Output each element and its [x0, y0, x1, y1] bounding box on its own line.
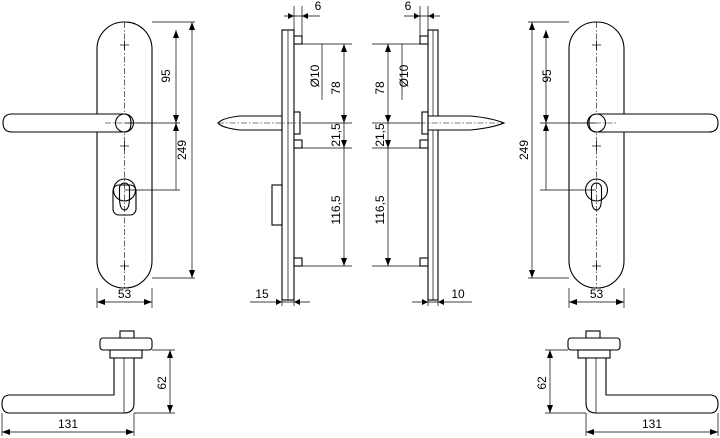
dim-21-5-right: 21,5	[373, 123, 387, 147]
dim-62-right: 62	[535, 376, 549, 390]
lever-top-view-right: 62 131	[535, 330, 719, 436]
dim-131-left: 131	[58, 417, 78, 431]
lever-body-left	[1, 357, 135, 414]
dim-249-right: 249	[517, 140, 531, 160]
front-view-right: 249 95 53	[517, 21, 719, 308]
lever-top-view-left: 62 131	[1, 330, 175, 436]
screw-mark-top-right	[592, 40, 601, 50]
screw-mark-bottom-right	[592, 261, 601, 271]
front-view-left: 249 95 53	[2, 21, 195, 308]
dim-116-5-left: 116,5	[329, 195, 343, 224]
dim-53-left: 53	[118, 287, 132, 301]
keyhole-left	[112, 178, 137, 216]
screw-mark-mid-left	[120, 141, 129, 151]
screw-mark-top-left	[120, 40, 129, 50]
side-view-right: 6 Ø10 78 21,5 116,5 10	[372, 0, 506, 306]
dim-116-5-right: 116,5	[373, 195, 387, 224]
dim-95-right: 95	[540, 69, 554, 83]
lever-body-right	[585, 357, 719, 414]
dim-10-right: 10	[451, 287, 465, 301]
dim-78-left: 78	[329, 81, 343, 95]
dim-249-left: 249	[175, 140, 189, 160]
lock-box-left	[271, 184, 283, 226]
lever-front-left	[2, 113, 132, 133]
screw-mark-bottom-left	[120, 261, 129, 271]
dim-131-right: 131	[642, 417, 662, 431]
dim-6-right: 6	[405, 0, 412, 13]
dim-53-right: 53	[590, 287, 604, 301]
dim-6-left: 6	[315, 0, 322, 13]
dim-21-5-left: 21,5	[329, 123, 343, 147]
dim-15-left: 15	[255, 287, 269, 301]
lever-front-right	[588, 113, 719, 133]
side-view-left: 6 Ø10 78 21,5 116,5 15	[217, 0, 352, 306]
dim-62-left: 62	[155, 376, 169, 390]
dim-95-left: 95	[159, 69, 173, 83]
dim-d10-left: Ø10	[308, 64, 322, 87]
screw-mark-mid-right	[592, 141, 601, 151]
dim-78-right: 78	[373, 81, 387, 95]
dim-d10-right: Ø10	[397, 64, 411, 87]
